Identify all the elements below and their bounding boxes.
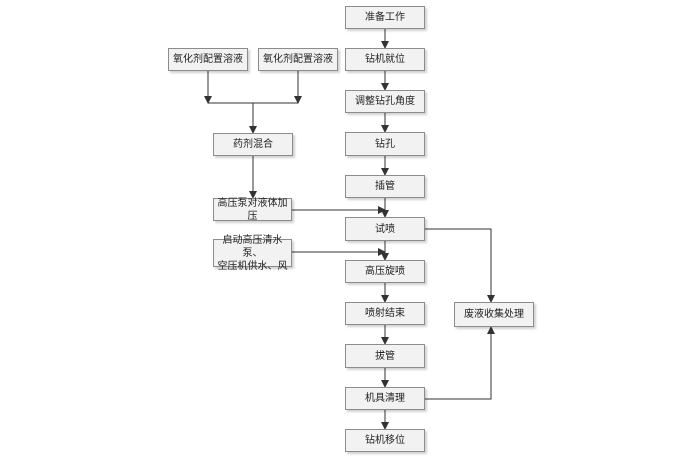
reagent-mixing: 药剂混合 bbox=[213, 133, 293, 156]
step-spray-end-label: 喷射结束 bbox=[365, 308, 405, 319]
step-high-pressure-jet-label: 高压旋喷 bbox=[365, 266, 405, 277]
step-equipment-cleaning: 机具清理 bbox=[345, 387, 425, 410]
step-test-spray: 试喷 bbox=[345, 217, 425, 241]
start-pump-label-line1: 启动高压清水泵、 bbox=[222, 234, 283, 259]
step-adjust-angle-label: 调整钻孔角度 bbox=[355, 96, 415, 107]
pump-pressurize: 高压泵对液体加压 bbox=[213, 197, 292, 222]
clean-to-waste bbox=[425, 326, 495, 400]
step-pull-pipe: 拔管 bbox=[345, 344, 425, 368]
step-drilling-label: 钻孔 bbox=[375, 138, 395, 150]
step-rig-position-label: 钻机就位 bbox=[365, 54, 405, 65]
step-test-spray-label: 试喷 bbox=[375, 223, 395, 235]
step-rig-relocate-label: 钻机移位 bbox=[365, 435, 405, 446]
reagent-mixing-label: 药剂混合 bbox=[233, 139, 273, 150]
pump-pressurize-label: 高压泵对液体加压 bbox=[217, 197, 288, 222]
oxidant-solution-b: 氧化剂配置溶液 bbox=[258, 48, 338, 71]
waste-liquid-treatment-label: 废液收集处理 bbox=[464, 309, 524, 320]
oxidant-solution-b-label: 氧化剂配置溶液 bbox=[263, 54, 333, 65]
oxidant-solution-a: 氧化剂配置溶液 bbox=[168, 48, 248, 71]
step-insert-pipe-label: 插管 bbox=[375, 181, 395, 192]
step-spray-end: 喷射结束 bbox=[345, 302, 425, 325]
step-drilling: 钻孔 bbox=[345, 132, 425, 156]
waste-liquid-treatment: 废液收集处理 bbox=[454, 302, 534, 327]
step-high-pressure-jet: 高压旋喷 bbox=[345, 260, 425, 283]
step-rig-relocate: 钻机移位 bbox=[345, 429, 425, 452]
step-insert-pipe: 插管 bbox=[345, 175, 425, 198]
step-equipment-cleaning-label: 机具清理 bbox=[365, 393, 405, 404]
step-prepare: 准备工作 bbox=[345, 6, 425, 29]
start-pump: 启动高压清水泵、 空压机供水、风 bbox=[213, 235, 292, 272]
test-to-waste bbox=[425, 228, 495, 303]
step-adjust-angle: 调整钻孔角度 bbox=[345, 90, 425, 113]
step-prepare-label: 准备工作 bbox=[365, 12, 405, 23]
step-rig-position: 钻机就位 bbox=[345, 48, 425, 71]
oxidant-solution-a-label: 氧化剂配置溶液 bbox=[173, 54, 243, 65]
start-pump-label-line2: 空压机供水、风 bbox=[217, 260, 288, 272]
step-pull-pipe-label: 拔管 bbox=[375, 350, 395, 362]
